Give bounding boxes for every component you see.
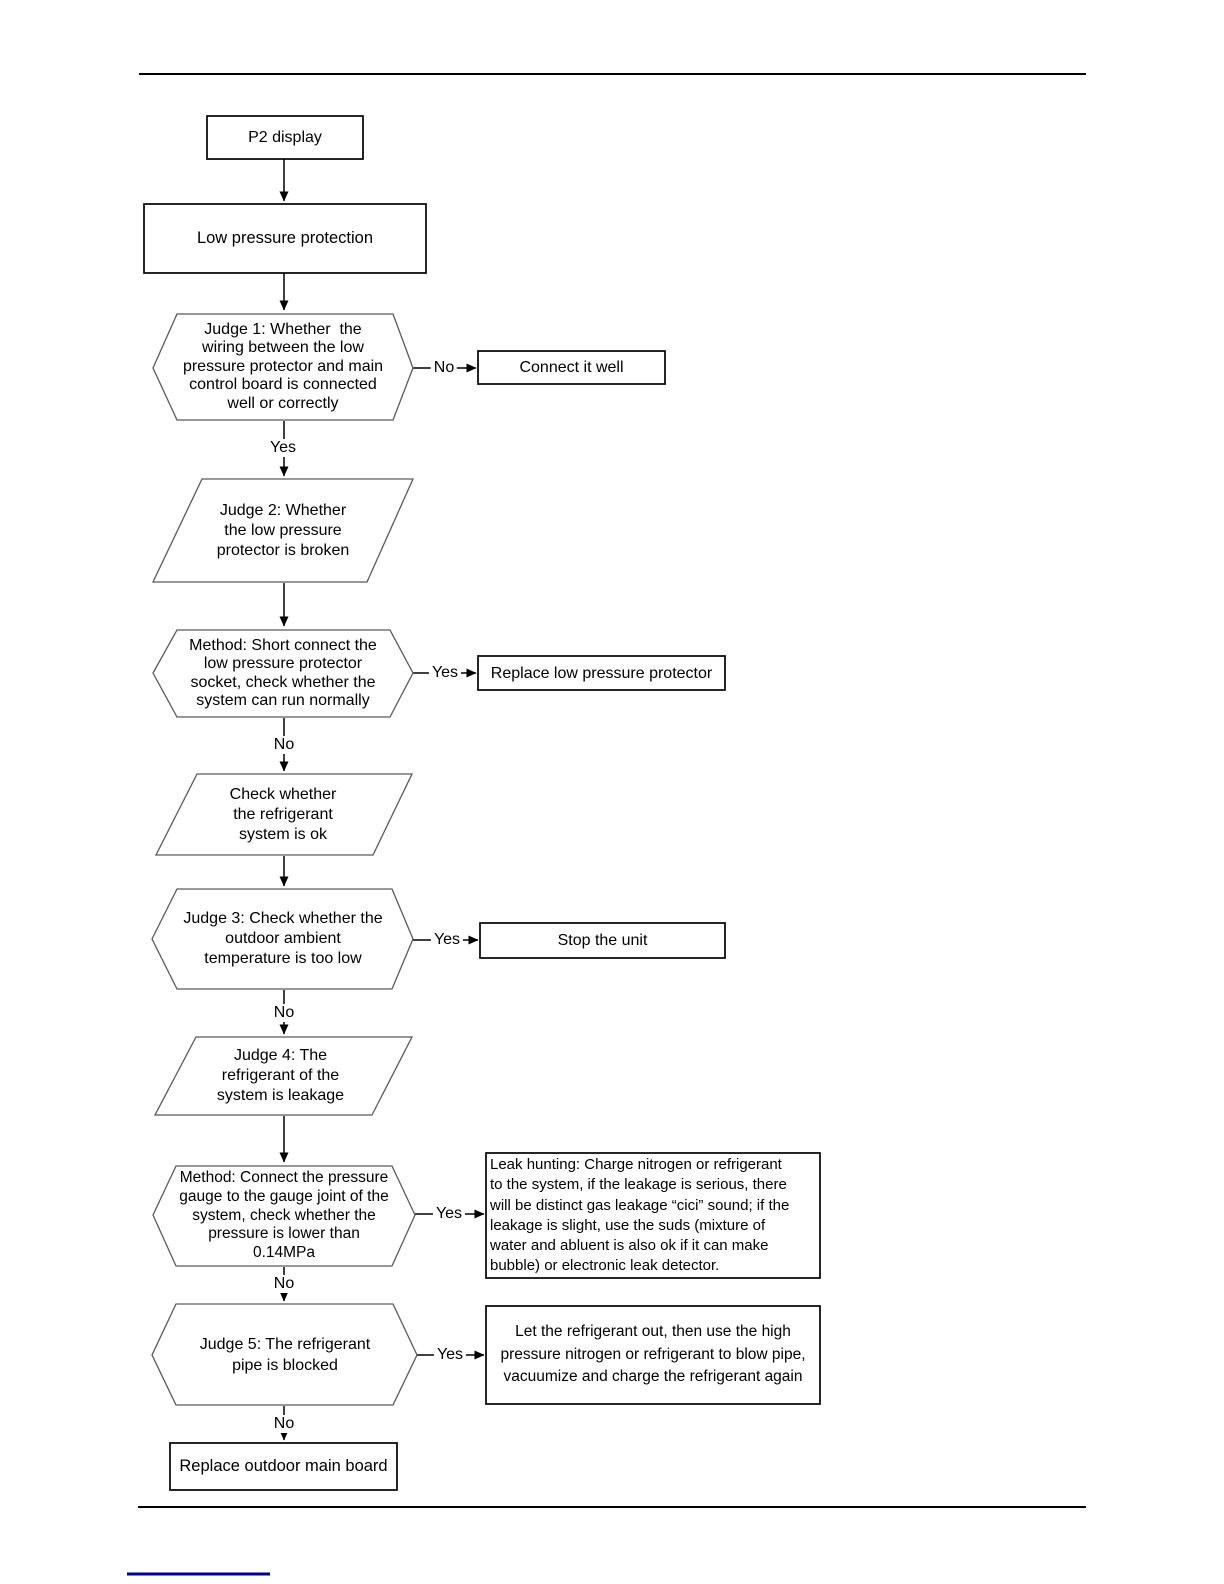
p2-display-box — [206, 115, 364, 160]
leak-hunting-box — [485, 1152, 821, 1279]
method-pressure-gauge-hexagon — [152, 1165, 416, 1267]
replace-outdoor-main-board-box — [169, 1442, 398, 1491]
judge4-parallelogram — [153, 1036, 414, 1116]
judge1-no-label: No — [430, 359, 458, 377]
judge3-no-label: No — [270, 1004, 298, 1022]
judge2-parallelogram — [151, 478, 415, 583]
judge1-yes-label: Yes — [266, 439, 300, 457]
method-short-connect-hexagon — [152, 629, 414, 718]
low-pressure-protection-box — [143, 203, 427, 274]
connect-it-well-box — [477, 350, 666, 385]
judge3-hexagon — [151, 888, 414, 990]
replace-low-pressure-protector-box — [477, 655, 726, 691]
judge1-hexagon — [152, 313, 414, 421]
method1-yes-label: Yes — [428, 664, 462, 682]
let-refrigerant-out-box — [485, 1305, 821, 1405]
method1-no-label: No — [270, 736, 298, 754]
judge5-no-label: No — [270, 1415, 298, 1433]
check-refrigerant-parallelogram — [154, 773, 414, 856]
judge5-yes-label: Yes — [433, 1346, 467, 1364]
method2-no-label: No — [270, 1275, 298, 1293]
stop-the-unit-box — [479, 922, 726, 959]
judge5-hexagon — [151, 1303, 418, 1406]
method2-yes-label: Yes — [432, 1205, 466, 1223]
judge3-yes-label: Yes — [430, 931, 464, 949]
